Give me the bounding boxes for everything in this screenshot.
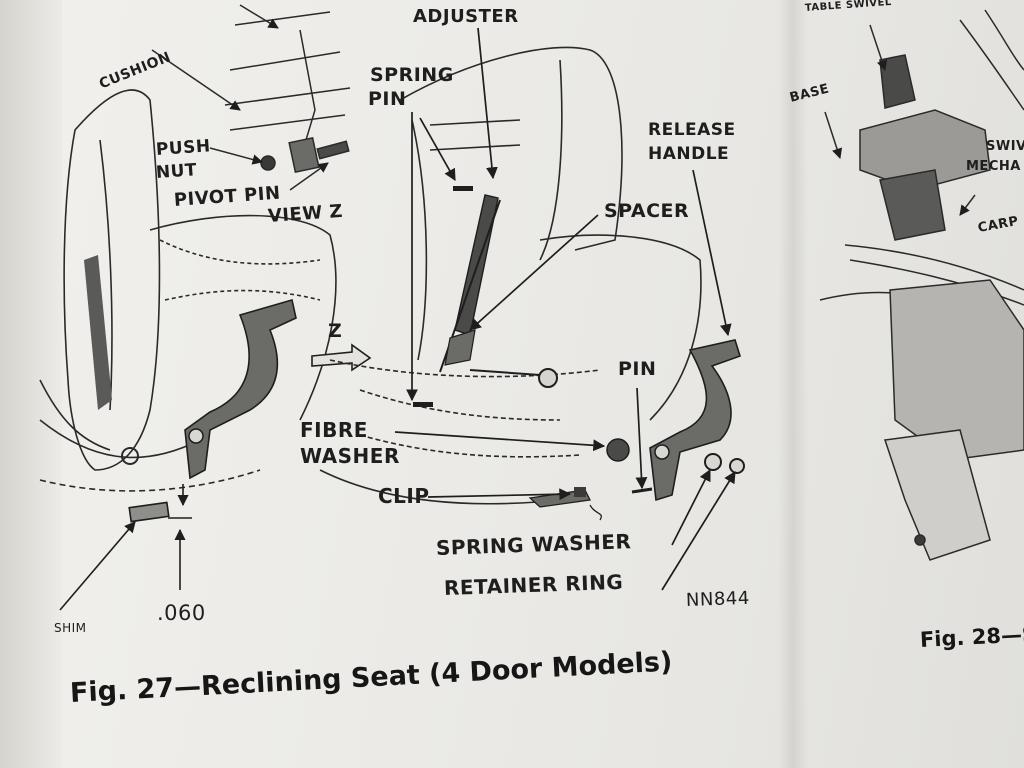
spring-washer-label: SPRING WASHER [435, 529, 632, 560]
view-z-detail [151, 4, 351, 191]
push-nut-label-line1: PUSH [155, 136, 212, 160]
book-binding-edge [0, 0, 62, 768]
shim-label: SHIM [54, 621, 87, 635]
view-z-label: VIEW Z [267, 200, 344, 227]
clip-label: CLIP [378, 484, 430, 508]
fibre-washer-label-line1: FIBRE [300, 418, 368, 442]
page-gutter-shadow [778, 0, 808, 768]
spring-pin-label-line2: PIN [368, 88, 407, 110]
release-handle-right [606, 339, 745, 502]
shim-thickness-label: .060 [157, 601, 206, 625]
retainer-ring-label: RETAINER RING [443, 569, 624, 600]
release-handle-left [184, 298, 297, 480]
recline-mechanism-left [84, 255, 139, 465]
adjuster-label: ADJUSTER [413, 6, 519, 27]
swivel-label: SWIV [986, 139, 1024, 154]
seat-back-right [319, 46, 702, 505]
clip-part [528, 487, 653, 521]
spacer-label: SPACER [604, 200, 690, 222]
diagram-code-label: NN844 [685, 587, 751, 611]
release-handle-label-line2: HANDLE [648, 144, 730, 164]
release-handle-label-line1: RELEASE [648, 120, 736, 140]
spring-pin-label-line1: SPRING [370, 64, 454, 86]
shim-dimension [59, 484, 192, 611]
z-arrow [311, 343, 372, 372]
adjuster-mechanism [413, 186, 558, 407]
figure-28-partial-artwork [819, 9, 1024, 561]
figure-28-caption: Fig. 28—S [919, 621, 1024, 652]
fibre-washer-label-line2: WASHER [300, 444, 400, 468]
z-direction-label: Z [328, 320, 343, 342]
leader-lines-center [394, 27, 736, 591]
mechanism-label: MECHA [966, 159, 1021, 174]
push-nut-label-line2: NUT [155, 160, 198, 183]
pin-label: PIN [618, 358, 657, 380]
